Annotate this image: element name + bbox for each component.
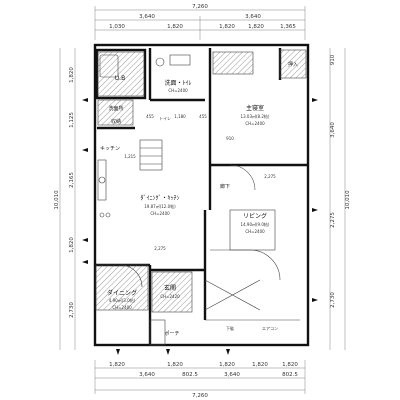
- label-misc-2: 1,180: [174, 114, 186, 119]
- label-ac: エアコン: [262, 326, 278, 331]
- bottom-dimensions: 1,820 1,820 1,820 1,820 1,820 3,640 3,64…: [94, 360, 306, 399]
- kitchen-counter: [97, 159, 107, 201]
- label-ub: U.B: [115, 75, 125, 82]
- label-toilet: トイレ: [159, 116, 171, 121]
- dim-top-seg-2: 1,820: [167, 24, 183, 30]
- top-dimensions: 7,260 3,640 3,640 1,030 1,820 1,820 1,82…: [94, 4, 306, 40]
- label-kitchen: キッチン: [100, 146, 120, 152]
- right-dimensions: 10,010 910 3,640 2,275 2,730: [329, 48, 351, 350]
- label-living: リビング: [243, 212, 267, 220]
- door-swing: [210, 249, 281, 281]
- label-storage: 収納: [111, 118, 121, 125]
- label-dining-area: 4.90㎡(3.0帖): [109, 297, 136, 303]
- label-dk-area: 19.87㎡(12.0帖): [144, 203, 176, 209]
- dim-top-seg-4: 1,820: [248, 24, 264, 30]
- grid-markers: [82, 98, 318, 355]
- dim-right-overall: 10,010: [345, 190, 351, 210]
- dim-right-seg-4: 2,730: [330, 292, 336, 308]
- dim-top-right: 3,640: [245, 14, 261, 20]
- door-swing: [119, 264, 143, 288]
- dim-bottom-seg-4: 1,820: [252, 362, 268, 368]
- label-living-ch: CH=2400: [245, 229, 265, 234]
- stove-burner-icon: [99, 212, 105, 218]
- washbasin-icon: [169, 54, 191, 66]
- walls: [93, 43, 310, 347]
- label-senmen-ch: CH=2400: [168, 88, 188, 93]
- fixtures: [97, 54, 300, 346]
- label-bedroom: 主寝室: [246, 104, 264, 112]
- bathtub-icon: [99, 54, 119, 78]
- toilet-icon: [155, 57, 165, 67]
- dim-left-seg-4: 1,820: [69, 237, 75, 253]
- dim-right-seg-1: 910: [330, 54, 336, 65]
- dim-bottom-mid-1: 3,640: [139, 372, 155, 378]
- dim-left-overall: 10,010: [54, 190, 60, 210]
- dim-bottom-overall: 7,260: [192, 393, 208, 399]
- hatched-areas: [95, 49, 307, 313]
- label-senmenjo: 洗面所: [108, 105, 123, 112]
- label-dk-ch: CH=2400: [150, 211, 170, 216]
- label-living-area: 14.90㎡(9.0帖): [241, 221, 270, 227]
- dim-bottom-seg-2: 1,820: [167, 362, 183, 368]
- label-dining-kitchen: ﾀﾞｲﾆﾝｸﾞ・ｷｯﾁﾝ: [140, 195, 179, 202]
- label-bedroom-ch: CH=2400: [245, 121, 265, 126]
- label-porch: ポーチ: [164, 330, 179, 337]
- dim-top-seg-3: 1,820: [219, 24, 235, 30]
- dim-top-seg-1: 1,030: [109, 24, 125, 30]
- dim-right-seg-3: 2,275: [330, 212, 336, 228]
- porch-step: [149, 319, 166, 346]
- label-dining: ダイニング: [107, 289, 137, 297]
- room-labels: U.B 洗面・ﾄｲﾚ CH=2400 洗面所 収納 キッチン 主寝室 13.03…: [100, 61, 298, 337]
- dim-right-seg-2: 3,640: [330, 122, 336, 138]
- stove-burner-icon: [105, 212, 111, 218]
- label-closet: 押入: [288, 61, 298, 68]
- dim-left-seg-2: 1,125: [69, 112, 75, 128]
- left-dimensions: 10,010 1,820 1,125 2,165 1,820 2,730: [54, 48, 76, 350]
- label-entrance-ch: CH=2420: [160, 294, 180, 299]
- label-senmen: 洗面・ﾄｲﾚ: [164, 79, 191, 87]
- dim-bottom-mid-4: 802.5: [282, 372, 298, 378]
- label-misc-6: 2,275: [264, 174, 276, 179]
- dim-top-seg-5: 1,365: [280, 24, 296, 30]
- door-swing: [229, 164, 256, 191]
- dim-bottom-seg-1: 1,820: [109, 362, 125, 368]
- label-shoes: 下駄: [226, 325, 234, 331]
- dim-left-seg-3: 2,165: [69, 172, 75, 188]
- dim-bottom-mid-3: 802.5: [182, 372, 198, 378]
- label-bedroom-area: 13.03㎡(8.2帖): [241, 113, 270, 119]
- label-dining-ch: CH=2400: [112, 305, 132, 310]
- dim-bottom-mid-2: 3,640: [224, 372, 240, 378]
- stair-block: [139, 139, 163, 171]
- sink-icon: [98, 176, 106, 184]
- dim-bottom-seg-3: 1,820: [219, 362, 235, 368]
- dim-left-seg-5: 2,730: [69, 302, 75, 318]
- dim-top-left: 3,640: [139, 14, 155, 20]
- label-hall: 廊下: [220, 183, 230, 190]
- dim-top-overall: 7,260: [192, 4, 208, 10]
- label-entrance: 玄関: [164, 284, 176, 292]
- label-misc-4: 1,215: [124, 154, 136, 159]
- dim-left-seg-1: 1,820: [69, 67, 75, 83]
- label-misc-7: 910: [226, 136, 234, 141]
- label-misc-5: 2,275: [154, 246, 166, 251]
- label-misc-1: 455: [146, 114, 154, 119]
- dim-bottom-seg-5: 1,820: [282, 362, 298, 368]
- label-misc-3: 455: [199, 114, 207, 119]
